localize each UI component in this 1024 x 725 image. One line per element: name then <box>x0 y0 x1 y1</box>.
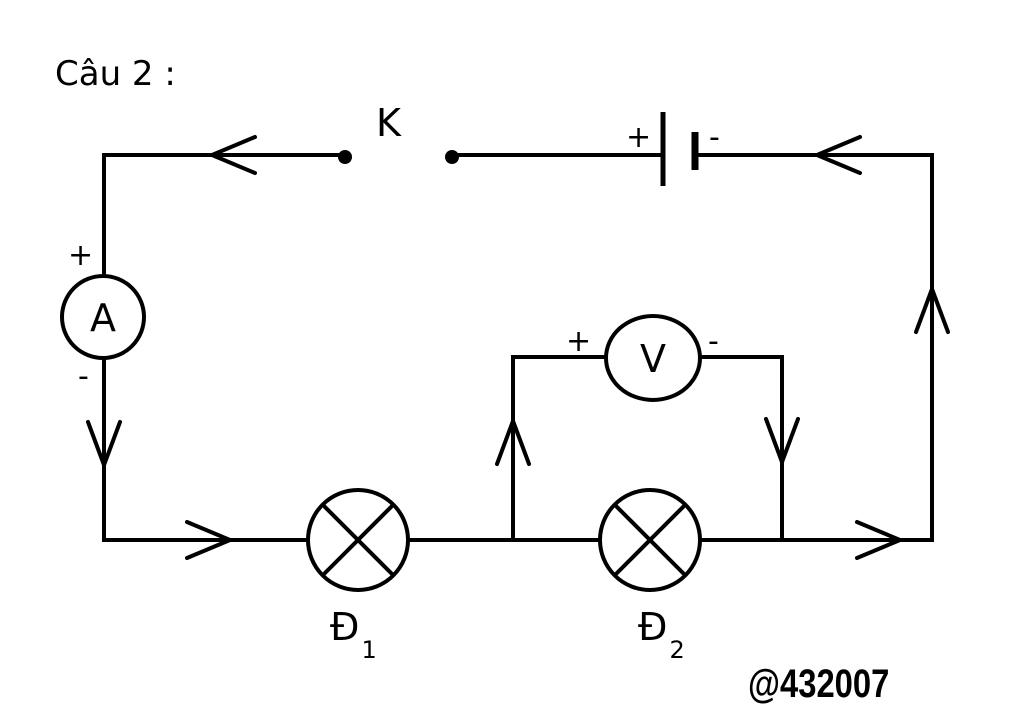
battery-minus-sign: - <box>709 120 720 155</box>
arrow-left-down-icon <box>86 420 122 467</box>
lamp-1-subscript: 1 <box>361 636 376 664</box>
wire-right-loop <box>693 153 934 542</box>
lamp-2-name: Đ <box>638 605 667 649</box>
lamp-1-label: Đ1 <box>330 605 377 664</box>
ammeter-minus-sign: - <box>78 359 89 394</box>
arrow-voltmeter-down-icon <box>764 417 800 464</box>
arrow-top-left-icon <box>210 135 257 175</box>
ammeter-symbol: A <box>90 296 116 340</box>
voltmeter-minus-sign: - <box>708 324 719 359</box>
lamp-2-subscript: 2 <box>669 636 684 664</box>
wire-left-top <box>102 153 347 542</box>
switch-contact-left <box>338 150 352 164</box>
arrow-top-right-icon <box>815 135 862 175</box>
lamp-1-name: Đ <box>330 605 359 649</box>
question-title: Câu 2 : <box>55 54 176 94</box>
arrow-bottom-left-icon <box>185 520 232 560</box>
ammeter <box>60 274 146 360</box>
voltmeter-symbol: V <box>640 337 666 381</box>
voltmeter-plus-sign: + <box>566 324 591 359</box>
switch-label: K <box>376 101 402 145</box>
battery-plus-sign: + <box>626 120 651 155</box>
arrow-voltmeter-up-icon <box>495 419 531 466</box>
lamp-2 <box>598 488 702 592</box>
arrow-bottom-right-icon <box>855 520 902 560</box>
wire-voltmeter-right <box>697 355 784 542</box>
voltmeter <box>604 314 702 402</box>
wire-voltmeter-left <box>511 355 609 542</box>
ammeter-plus-sign: + <box>68 238 93 273</box>
watermark: @432007 <box>748 661 889 706</box>
arrow-right-up-icon <box>914 287 950 334</box>
lamp-2-label: Đ2 <box>638 605 685 664</box>
lamp-1 <box>306 488 410 592</box>
